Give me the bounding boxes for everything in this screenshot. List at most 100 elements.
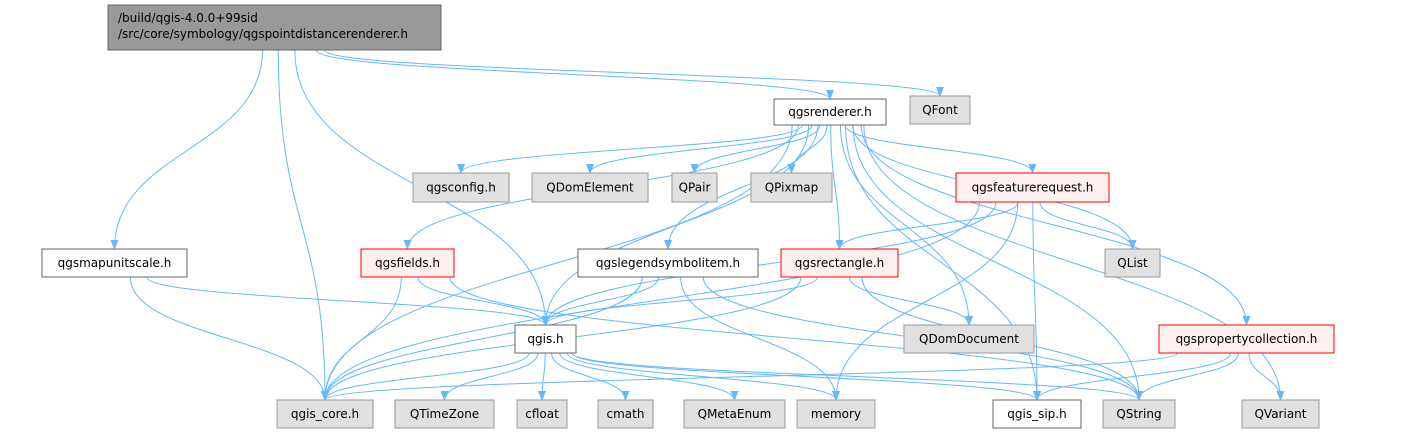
edge-root-to-qgis-core-h xyxy=(277,49,329,401)
edge-qgsrectangle-h-to-qgis-h xyxy=(541,276,818,326)
edge-qgis-h-to-qgis-core-h xyxy=(321,352,530,401)
node-qgsconfig-h: qgsconfig.h xyxy=(412,172,510,203)
node-label: QString xyxy=(1116,407,1161,421)
edge-qgis-h-to-qgis-sip-h xyxy=(571,352,1041,401)
node-label: qgslegendsymbolitem.h xyxy=(596,256,740,270)
node-qgslegendsymbolitem-h[interactable]: qgslegendsymbolitem.h xyxy=(577,248,759,278)
node-box xyxy=(780,248,899,278)
edge-qgsmapunitscale-h-to-qgis-h xyxy=(146,276,550,326)
edge-qgsfeaturerequest-h-to-qlist xyxy=(1039,201,1137,250)
node-qdomelement: QDomElement xyxy=(531,172,649,203)
edge-qgspropertycollection-h-to-qgis-core-h xyxy=(321,352,1178,401)
node-qgis-sip-h[interactable]: qgis_sip.h xyxy=(992,399,1082,429)
node-box xyxy=(1241,399,1320,429)
node-label: qgsfeaturerequest.h xyxy=(972,181,1094,195)
edge-qgspropertycollection-h-to-qgis-sip-h xyxy=(1033,352,1232,401)
node-box xyxy=(412,172,510,203)
node-label: qgis.h xyxy=(527,332,563,346)
node-qgsfeaturerequest-h[interactable]: qgsfeaturerequest.h xyxy=(955,172,1110,203)
node-cfloat: cfloat xyxy=(516,399,568,429)
node-box xyxy=(394,399,495,429)
node-box xyxy=(1158,324,1335,354)
node-qgspropertycollection-h[interactable]: qgspropertycollection.h xyxy=(1158,324,1335,354)
edge-qgsrenderer-h-to-qpair xyxy=(690,124,821,174)
edge-qgsrectangle-h-to-qdomdocument xyxy=(848,276,973,326)
edge-qgis-h-to-qstring xyxy=(571,352,1143,401)
node-label: QPair xyxy=(679,181,711,195)
node-memory: memory xyxy=(796,399,876,429)
node-qgsrenderer-h[interactable]: qgsrenderer.h xyxy=(773,98,887,126)
edge-qgsrenderer-h-to-qgsfeaturerequest-h xyxy=(844,124,1037,174)
node-box xyxy=(41,248,188,278)
edge-root-to-qgsmapunitscale-h xyxy=(110,49,263,250)
node-qgsrectangle-h[interactable]: qgsrectangle.h xyxy=(780,248,899,278)
edge-qgsfeaturerequest-h-to-memory xyxy=(832,201,1019,401)
node-box xyxy=(992,399,1082,429)
node-label: QTimeZone xyxy=(410,407,479,421)
node-label: QFont xyxy=(922,103,958,117)
node-label: cfloat xyxy=(525,407,559,421)
node-label: QVariant xyxy=(1254,407,1306,421)
node-label: /build/qgis-4.0.0+99sid xyxy=(118,11,258,25)
node-box xyxy=(516,399,568,429)
node-box xyxy=(531,172,649,203)
node-label: qgsrenderer.h xyxy=(788,105,871,119)
edge-qgsrenderer-h-to-qgslegendsymbolitem-h xyxy=(664,124,819,250)
edge-qgsfields-h-to-qgis-h xyxy=(417,276,550,326)
edge-qgslegendsymbolitem-h-to-qgis-h xyxy=(541,276,660,326)
node-qmetaenum: QMetaEnum xyxy=(683,399,786,429)
edge-qgis-h-to-memory xyxy=(566,352,840,401)
edge-qgsrenderer-h-to-qvariant xyxy=(863,124,1285,401)
edge-root-to-qfont xyxy=(323,49,944,97)
node-label: qgis_sip.h xyxy=(1007,407,1066,421)
node-box xyxy=(909,95,971,125)
node-label: cmath xyxy=(607,407,645,421)
edge-qgsrenderer-h-to-qgsrectangle-h xyxy=(830,124,844,250)
edge-qgsfeaturerequest-h-to-qgsrectangle-h xyxy=(835,201,1019,250)
node-qlist: QList xyxy=(1104,248,1161,278)
node-label: QDomDocument xyxy=(919,332,1019,346)
edge-qgsfeaturerequest-h-to-qgis-h xyxy=(541,201,997,326)
edge-root-to-qgsrenderer-h xyxy=(315,49,834,100)
node-qstring: QString xyxy=(1102,399,1176,429)
edge-qgslegendsymbolitem-h-to-qgis-core-h xyxy=(321,276,643,401)
node-box xyxy=(671,172,718,203)
node-box xyxy=(903,324,1035,354)
node-label: qgsfields.h xyxy=(375,256,440,270)
edge-qgsfields-h-to-qgis-core-h xyxy=(321,276,402,401)
node-label: qgspropertycollection.h xyxy=(1176,332,1318,346)
node-qgsfields-h[interactable]: qgsfields.h xyxy=(360,248,455,278)
node-qgsmapunitscale-h[interactable]: qgsmapunitscale.h xyxy=(41,248,188,278)
edge-qgspropertycollection-h-to-qstring xyxy=(1135,352,1239,401)
node-cmath: cmath xyxy=(597,399,654,429)
edge-qgsrenderer-h-to-qdomdocument xyxy=(839,124,973,326)
edge-qgslegendsymbolitem-h-to-memory xyxy=(680,276,840,401)
node-box xyxy=(773,98,887,126)
node-qpixmap: QPixmap xyxy=(750,172,833,203)
node-qgis-h[interactable]: qgis.h xyxy=(514,324,577,354)
node-box xyxy=(107,4,442,51)
node-box xyxy=(683,399,786,429)
edge-qgis-h-to-qmetaenum xyxy=(559,352,739,401)
node-label: QMetaEnum xyxy=(698,407,772,421)
node-label: qgsrectangle.h xyxy=(795,256,885,270)
node-box xyxy=(1102,399,1176,429)
node-label: qgsmapunitscale.h xyxy=(58,256,172,270)
node-box xyxy=(276,399,374,429)
node-root: /build/qgis-4.0.0+99sid/src/core/symbolo… xyxy=(107,4,442,51)
edge-qgsrenderer-h-to-qstring xyxy=(852,124,1143,401)
edge-qgis-h-to-cmath xyxy=(551,352,630,401)
edge-qgsrenderer-h-to-qdomelement xyxy=(586,124,813,174)
node-box xyxy=(360,248,455,278)
node-box xyxy=(796,399,876,429)
node-label: qgis_core.h xyxy=(291,407,359,421)
node-label: /src/core/symbology/qgspointdistancerend… xyxy=(118,27,408,41)
edge-qgspropertycollection-h-to-qvariant xyxy=(1248,352,1285,401)
node-qvariant: QVariant xyxy=(1241,399,1320,429)
node-qdomdocument: QDomDocument xyxy=(903,324,1035,354)
node-box xyxy=(1104,248,1161,278)
node-label: QList xyxy=(1117,256,1148,270)
edge-qgis-h-to-cfloat xyxy=(538,352,547,401)
node-box xyxy=(955,172,1110,203)
